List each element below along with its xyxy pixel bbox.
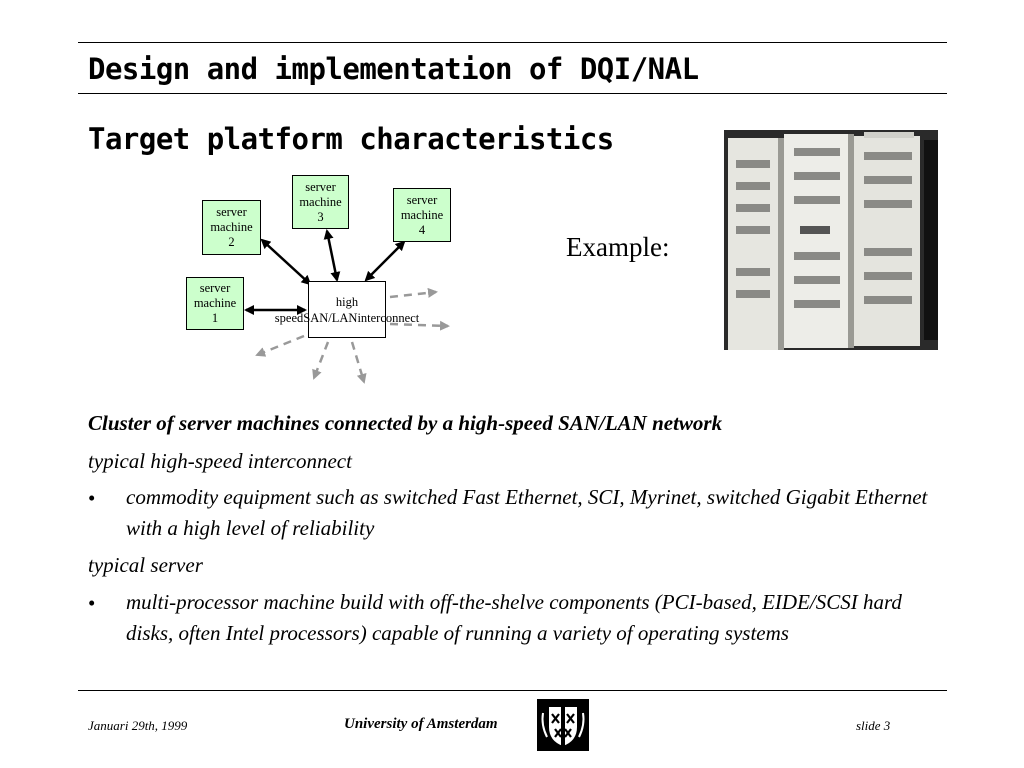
bullet-marker: • — [88, 591, 96, 615]
slide-subtitle: Target platform characteristics — [88, 122, 614, 156]
footer-date: Januari 29th, 1999 — [88, 718, 188, 733]
node-label: server — [199, 281, 231, 295]
node-label: server — [305, 179, 336, 194]
expansion-arrow — [350, 341, 367, 384]
example-label: Example: — [566, 232, 670, 262]
expansion-arrow — [389, 320, 450, 331]
link-server-3 — [323, 229, 341, 282]
node-label: server — [406, 192, 438, 207]
node-label: machine — [193, 296, 237, 310]
slide-title: Design and implementation of DQI/NAL — [88, 52, 699, 86]
footer-rule — [78, 690, 947, 691]
expansion-arrow — [255, 334, 305, 357]
interconnect-hub: high speedSAN/LANinterconnect — [275, 281, 419, 338]
university-crest-icon — [537, 699, 589, 751]
server-rack-photo — [724, 130, 938, 350]
title-rule — [78, 93, 947, 94]
node-label: machine — [400, 207, 444, 222]
section-interconnect: typical high-speed interconnect — [88, 449, 352, 473]
node-label: machine — [210, 220, 253, 234]
hub-label: interconnect — [357, 310, 420, 325]
bullet-marker: • — [88, 486, 96, 510]
expansion-arrow — [312, 341, 330, 380]
node-label: 3 — [317, 209, 324, 224]
hub-label: high speed — [274, 294, 359, 325]
node-label: machine — [299, 194, 342, 209]
expansion-arrow — [389, 287, 438, 299]
body-heading: Cluster of server machines connected by … — [88, 411, 723, 435]
top-rule — [78, 42, 947, 43]
node-label: 1 — [211, 311, 219, 325]
link-server-2 — [260, 238, 312, 286]
node-label: 2 — [228, 235, 235, 249]
bullet-server: multi-processor machine build with off-t… — [126, 590, 902, 645]
footer-organization: University of Amsterdam — [344, 716, 498, 732]
footer-slide-number: slide 3 — [856, 718, 891, 733]
hub-label: SAN/LAN — [303, 310, 358, 325]
bullet-interconnect: commodity equipment such as switched Fas… — [126, 485, 928, 540]
node-label: server — [216, 205, 247, 219]
link-server-4 — [364, 240, 406, 282]
section-server: typical server — [88, 553, 203, 577]
node-label: 4 — [418, 222, 426, 237]
